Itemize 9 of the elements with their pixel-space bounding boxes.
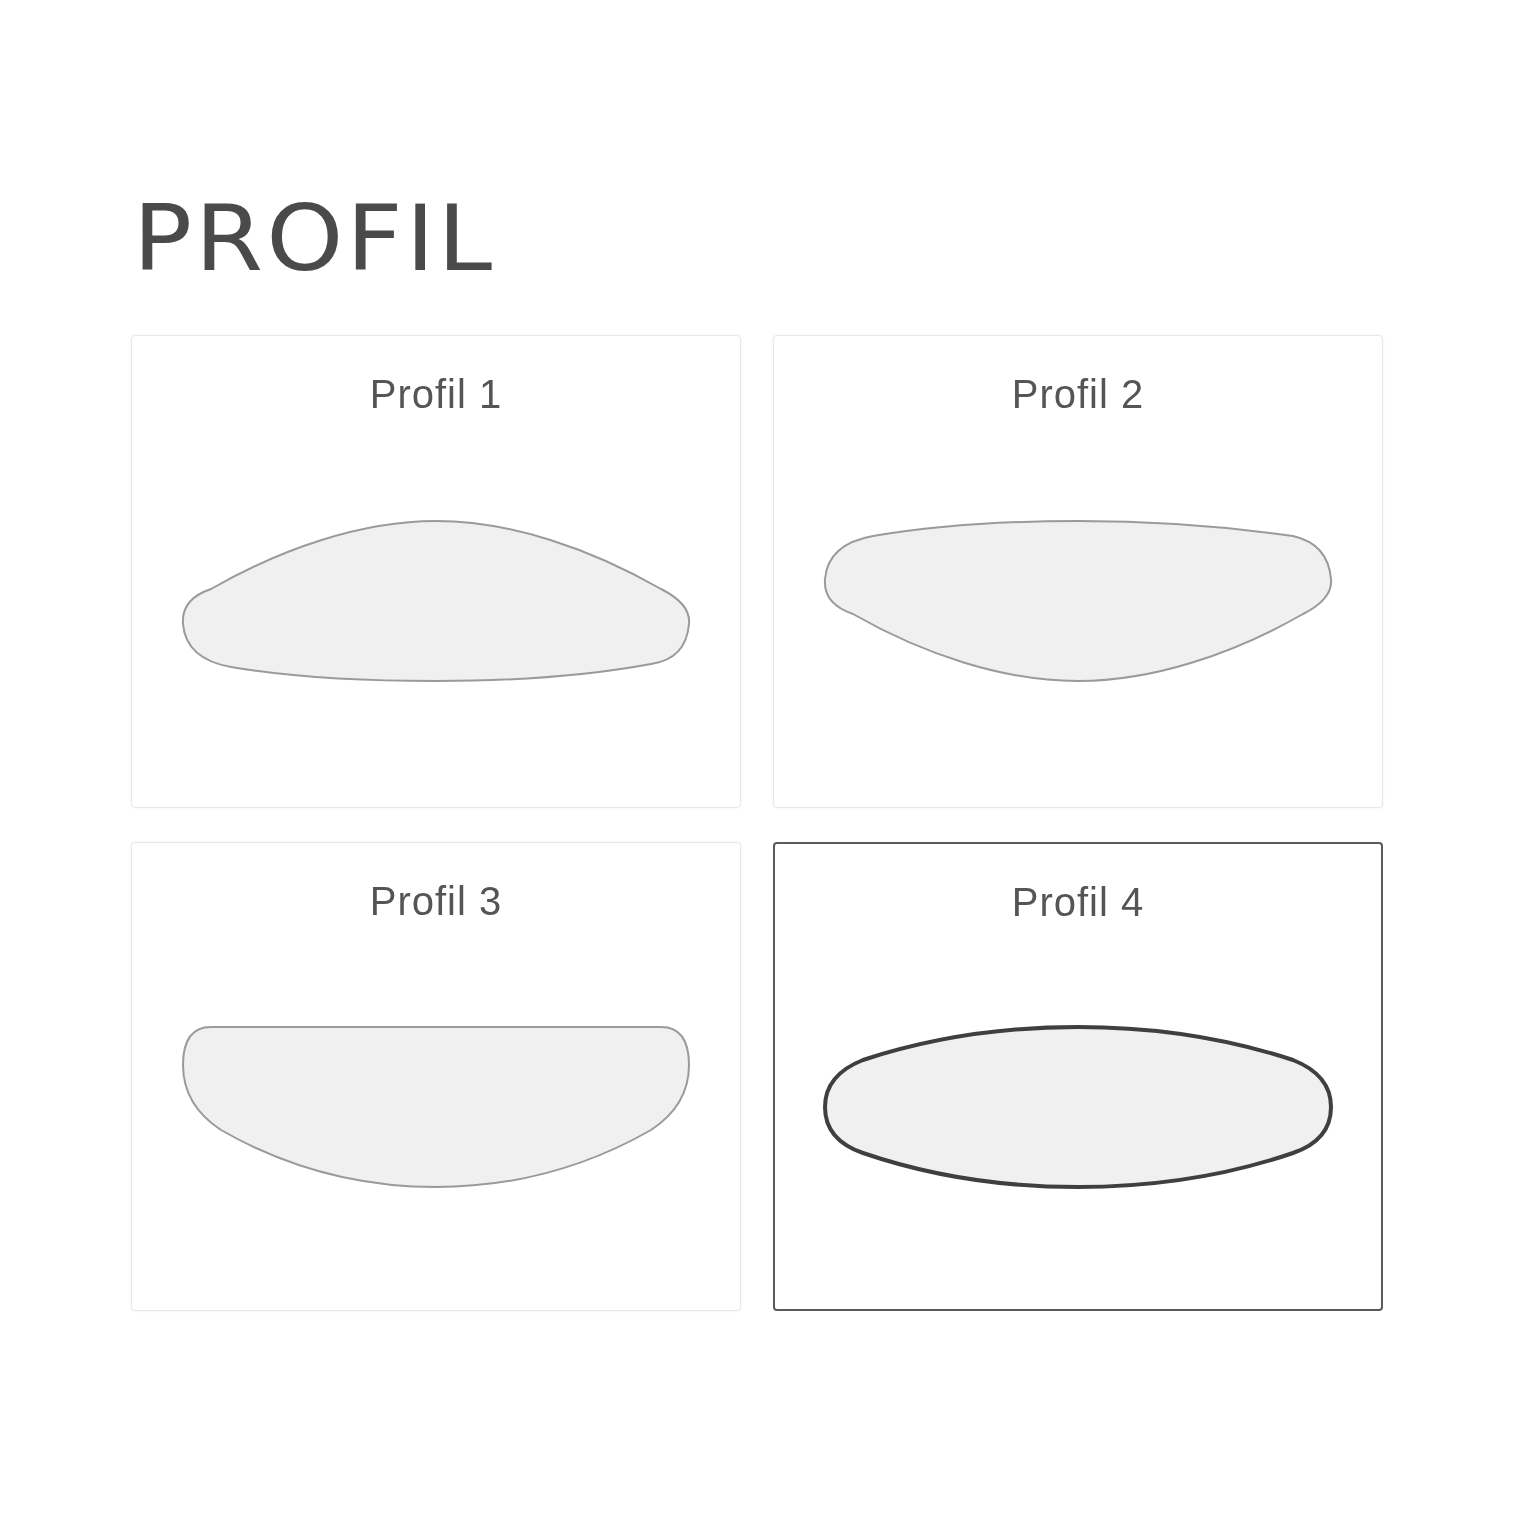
option-card (773, 335, 1383, 808)
option-card (131, 335, 741, 808)
profile-label: Profil 3 (369, 878, 503, 925)
option-card (773, 842, 1383, 1311)
profile-label: Profil 1 (369, 371, 503, 418)
profile-label: Profil 2 (1011, 371, 1145, 418)
page-title: PROFIL (133, 193, 496, 285)
profile-label: Profil 4 (1011, 879, 1145, 926)
option-card (131, 842, 741, 1311)
